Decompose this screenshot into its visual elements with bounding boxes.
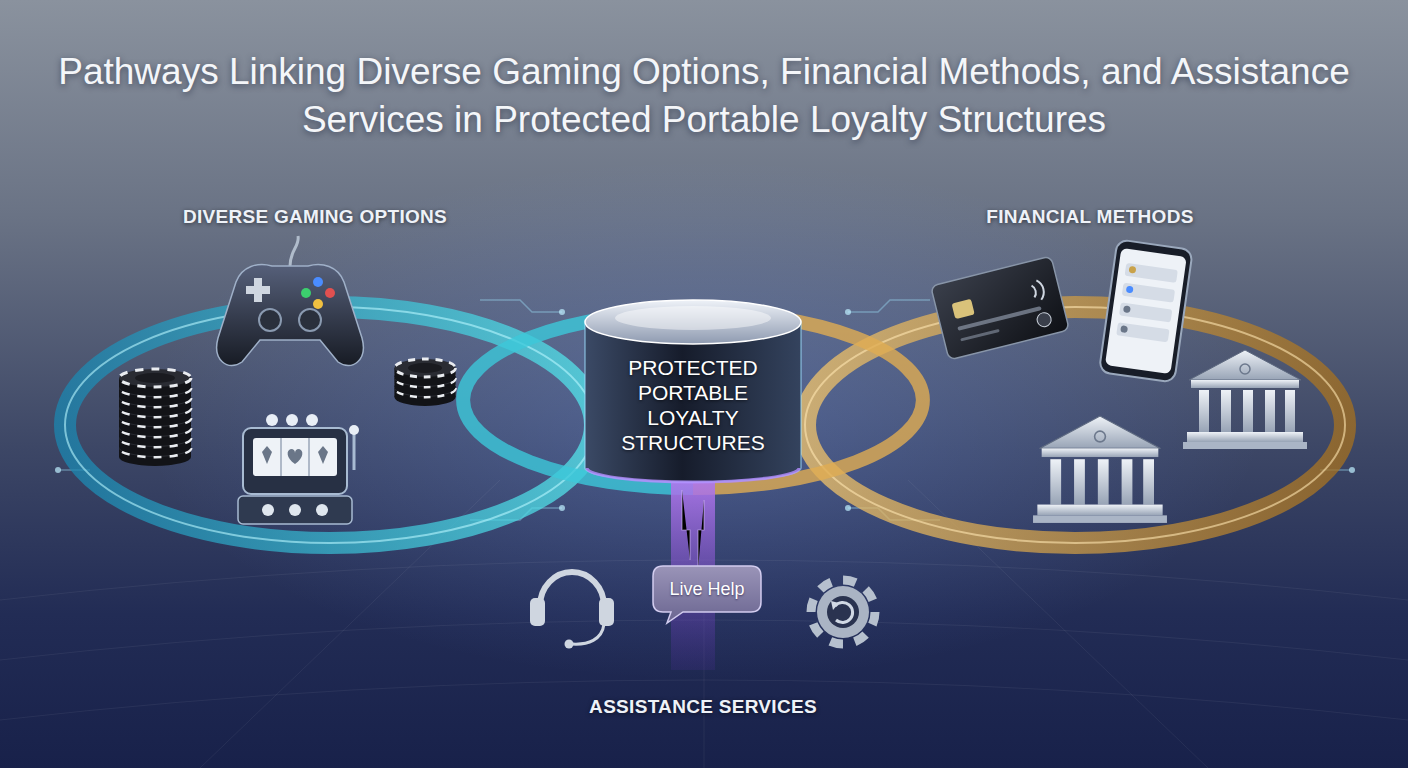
headset-icon	[530, 572, 614, 649]
diagram-title: Pathways Linking Diverse Gaming Options,…	[54, 48, 1354, 144]
phone-icon	[1099, 239, 1193, 382]
chip-stack-icon	[119, 369, 191, 466]
finance-loop-glow	[805, 307, 1345, 543]
cylinder-body	[585, 322, 801, 482]
background-glow	[144, 160, 1264, 680]
group-heading: DIVERSE GAMING OPTIONS	[183, 206, 447, 228]
flow-band	[685, 482, 701, 548]
bank-icon	[1033, 416, 1167, 523]
flow-band	[520, 383, 585, 399]
slot-machine-icon	[238, 414, 359, 524]
finance-region: FINANCIAL METHODS	[880, 198, 1300, 548]
flow-band	[801, 383, 880, 399]
gamepad-icon	[217, 236, 364, 366]
live-help-bubble: Live Help	[653, 566, 761, 612]
finance-loop	[805, 307, 1345, 543]
speech-bubble	[653, 566, 761, 623]
cylinder-rim	[587, 468, 799, 482]
chip-small-stack-icon	[394, 359, 455, 406]
gaming-region: DIVERSE GAMING OPTIONS	[110, 198, 520, 548]
node-label: Live Help	[669, 579, 744, 600]
bank-card-icon	[931, 256, 1070, 360]
assistance-region: ASSISTANCE SERVICES Live Help	[513, 548, 893, 726]
bank-icon	[1183, 350, 1307, 449]
gear-icon	[811, 580, 875, 644]
group-heading: FINANCIAL METHODS	[986, 206, 1193, 228]
cylinder-top	[585, 300, 801, 344]
group-heading: ASSISTANCE SERVICES	[589, 696, 817, 718]
loyalty-cylinder: PROTECTED PORTABLE LOYALTY STRUCTURES	[585, 300, 801, 482]
cylinder-highlight	[615, 306, 771, 330]
node-label: PROTECTED PORTABLE LOYALTY STRUCTURES	[603, 355, 783, 456]
